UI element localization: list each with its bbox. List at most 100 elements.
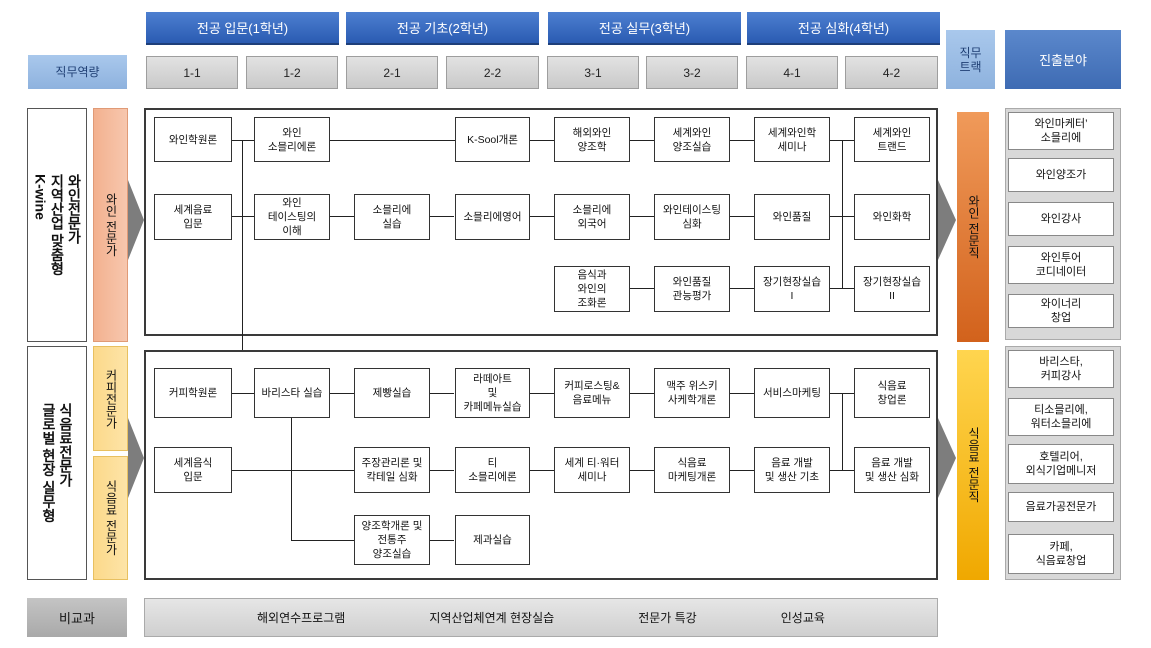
wine-sub-label: 와인 전문가 bbox=[104, 193, 118, 257]
connector bbox=[530, 140, 554, 141]
career-tea-sommelier: 티소믈리에, 워터소믈리에 bbox=[1008, 398, 1114, 436]
connector bbox=[242, 140, 243, 470]
course-latte-art: 라떼아트 및 카페메뉴실습 bbox=[455, 368, 530, 418]
career-cafe-startup: 카페, 식음료창업 bbox=[1008, 534, 1114, 574]
course-wine-quality: 와인품질 bbox=[754, 194, 830, 240]
year-header-3: 전공 실무(3학년) bbox=[548, 12, 741, 45]
course-brewing-traditional: 양조학개론 및 전통주 양조실습 bbox=[354, 515, 430, 565]
course-bar-cocktail: 주장관리론 및 칵테일 심화 bbox=[354, 447, 430, 493]
wine-track-arrow bbox=[938, 180, 956, 260]
connector bbox=[630, 470, 654, 471]
career-label: 진출분야 bbox=[1005, 30, 1121, 89]
course-internship-1: 장기현장실습 I bbox=[754, 266, 830, 312]
course-coffee-intro: 커피학원론 bbox=[154, 368, 232, 418]
non-major-label: 비교과 bbox=[27, 598, 127, 637]
year-header-2: 전공 기초(2학년) bbox=[346, 12, 539, 45]
coffee-sub-label: 커피전문가 bbox=[104, 368, 118, 429]
course-barista-practice: 바리스타 실습 bbox=[254, 368, 330, 418]
connector bbox=[630, 216, 654, 217]
connector bbox=[430, 540, 454, 541]
course-wine-intro: 와인학원론 bbox=[154, 117, 232, 162]
career-hotelier: 호텔리어, 외식기업메니저 bbox=[1008, 444, 1114, 484]
connector bbox=[730, 140, 754, 141]
career-winery-startup: 와이너리 창업 bbox=[1008, 294, 1114, 328]
course-world-wine-practice: 세계와인 양조실습 bbox=[654, 117, 730, 162]
food-sub-arrow bbox=[128, 418, 144, 498]
connector bbox=[430, 393, 454, 394]
food-sub-box: 식음료 전문가 bbox=[93, 456, 128, 580]
course-tea-water-seminar: 세계 티·워터 세미나 bbox=[554, 447, 630, 493]
food-track-label: 식음료 전문직 bbox=[966, 427, 981, 503]
course-wine-sommelier: 와인 소믈리에론 bbox=[254, 117, 330, 162]
connector bbox=[730, 393, 754, 394]
career-winemaker: 와인양조가 bbox=[1008, 158, 1114, 192]
connector bbox=[630, 288, 654, 289]
connector bbox=[730, 470, 754, 471]
course-bakery-practice: 제빵실습 bbox=[354, 368, 430, 418]
course-beverage-dev-advanced: 음료 개발 및 생산 심화 bbox=[854, 447, 930, 493]
connector bbox=[330, 393, 354, 394]
course-coffee-roasting: 커피로스팅& 음료메뉴 bbox=[554, 368, 630, 418]
course-overseas-wine: 해외와인 양조학 bbox=[554, 117, 630, 162]
connector bbox=[730, 288, 754, 289]
connector bbox=[630, 140, 654, 141]
semester-2-2: 2-2 bbox=[446, 56, 539, 89]
course-wine-chemistry: 와인화학 bbox=[854, 194, 930, 240]
course-confectionery: 제과실습 bbox=[455, 515, 530, 565]
connector bbox=[842, 393, 843, 470]
course-tea-sommelier: 티 소믈리에론 bbox=[455, 447, 530, 493]
track-label: 직무 트랙 bbox=[946, 30, 995, 89]
career-barista: 바리스타, 커피강사 bbox=[1008, 350, 1114, 388]
connector bbox=[330, 216, 354, 217]
course-fb-startup: 식음료 창업론 bbox=[854, 368, 930, 418]
connector bbox=[530, 470, 554, 471]
career-beverage-processing: 음료가공전문가 bbox=[1008, 492, 1114, 522]
connector bbox=[430, 216, 454, 217]
food-track-arrow bbox=[938, 418, 956, 498]
connector bbox=[291, 416, 292, 540]
course-sommelier-practice: 소믈리에 실습 bbox=[354, 194, 430, 240]
semester-4-1: 4-1 bbox=[746, 56, 838, 89]
wine-track-label: 와인 전문직 bbox=[966, 195, 981, 259]
wine-category-box: 와인전문가 지역산업 맞춤형 K-wine bbox=[27, 108, 87, 342]
year-header-1: 전공 입문(1학년) bbox=[146, 12, 339, 45]
wine-sub-box: 와인 전문가 bbox=[93, 108, 128, 342]
connector bbox=[730, 216, 754, 217]
connector bbox=[830, 470, 854, 471]
career-wine-marketer: 와인마케터’ 소믈리에 bbox=[1008, 112, 1114, 150]
connector bbox=[232, 216, 254, 217]
wine-track-bar: 와인 전문직 bbox=[957, 112, 989, 342]
course-internship-2: 장기현장실습 II bbox=[854, 266, 930, 312]
course-beer-whisky-sake: 맥주 위스키 사케학개론 bbox=[654, 368, 730, 418]
extracurricular-expert-lecture: 전문가 특강 bbox=[638, 611, 697, 625]
semester-4-2: 4-2 bbox=[845, 56, 938, 89]
connector bbox=[291, 540, 354, 541]
course-world-food: 세계음식 입문 bbox=[154, 447, 232, 493]
course-beverage-dev-basic: 음료 개발 및 생산 기초 bbox=[754, 447, 830, 493]
connector bbox=[232, 470, 354, 471]
connector bbox=[830, 288, 854, 289]
course-wine-sensory: 와인품질 관능평가 bbox=[654, 266, 730, 312]
connector bbox=[630, 393, 654, 394]
competency-label: 직무역량 bbox=[28, 55, 127, 89]
connector bbox=[430, 470, 454, 471]
food-track-bar: 식음료 전문직 bbox=[957, 350, 989, 580]
extracurricular-bar: 해외연수프로그램 지역산업체연계 현장실습 전문가 특강 인성교육 bbox=[144, 598, 938, 637]
semester-3-2: 3-2 bbox=[646, 56, 738, 89]
course-sommelier-foreign: 소믈리에 외국어 bbox=[554, 194, 630, 240]
course-sommelier-english: 소믈리에영어 bbox=[455, 194, 530, 240]
connector bbox=[232, 140, 254, 141]
course-service-marketing: 서비스마케팅 bbox=[754, 368, 830, 418]
semester-3-1: 3-1 bbox=[547, 56, 639, 89]
connector bbox=[842, 140, 843, 288]
connector bbox=[530, 393, 554, 394]
connector bbox=[530, 216, 554, 217]
extracurricular-character: 인성교육 bbox=[780, 611, 825, 625]
wine-category-label: 와인전문가 지역산업 맞춤형 K-wine bbox=[32, 174, 83, 276]
course-ksool: K-Sool개론 bbox=[455, 117, 530, 162]
connector bbox=[232, 393, 254, 394]
semester-1-1: 1-1 bbox=[146, 56, 238, 89]
semester-2-1: 2-1 bbox=[346, 56, 438, 89]
career-wine-instructor: 와인강사 bbox=[1008, 202, 1114, 236]
course-world-wine-seminar: 세계와인학 세미나 bbox=[754, 117, 830, 162]
